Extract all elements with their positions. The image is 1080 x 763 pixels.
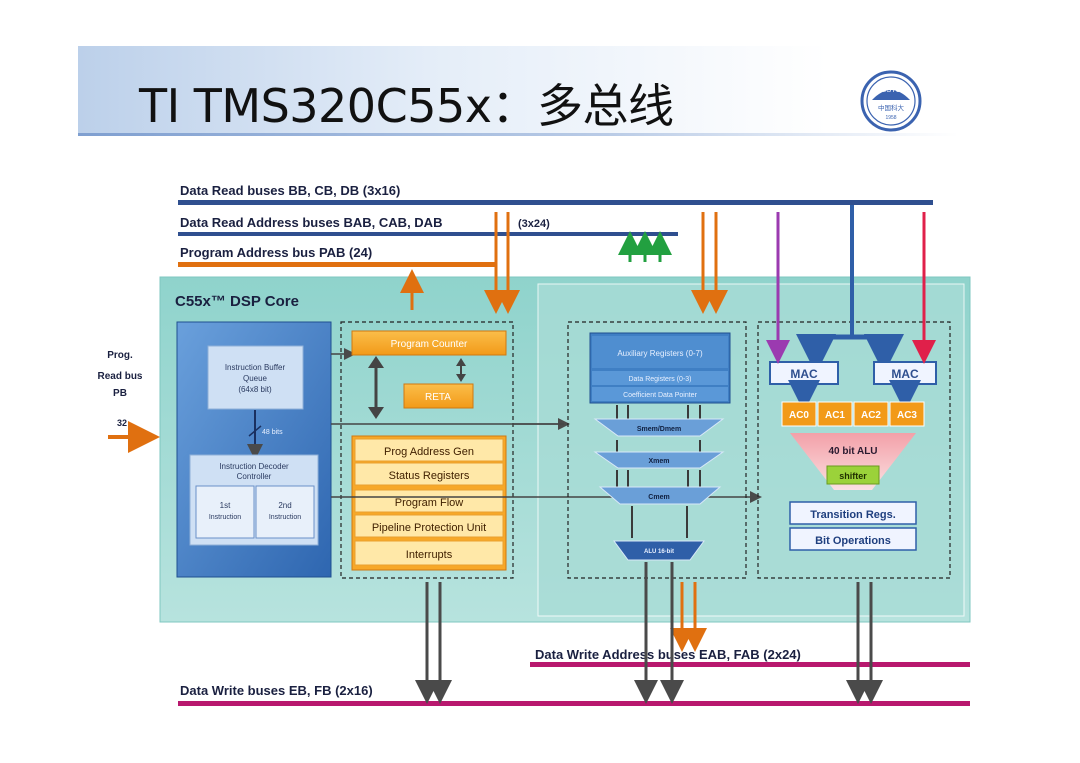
prog-read-bus-line2: Read bus [97,371,142,382]
data-read-address-width-label: (3x24) [518,218,550,230]
ac2-box [853,401,889,427]
prog-read-bus-line3: PB [113,388,127,399]
address-unit-connectors [616,405,701,420]
accumulator-row: AC0 AC1 AC2 AC3 [781,401,925,427]
smem-path-shape [593,418,725,437]
data-read-address-bus-line [178,232,678,236]
shifter-box [826,465,880,485]
program-unit-outline [340,321,514,579]
bit-operations-label: Bit Operations [815,535,891,547]
program-address-bus-label: Program Address bus PAB (24) [180,245,372,260]
alu16-shape [613,540,705,561]
program-unit-items: Prog Address Gen Status Registers Progra… [354,438,504,566]
instruction-buffer-line1: Instruction Buffer [225,363,286,372]
first-instruction-box [195,485,255,539]
logo-text-year: 1958 [885,115,896,121]
transition-regs-box [789,501,917,525]
slide-title: TI TMS320C55x：多总线 [139,79,674,133]
aux-registers-box [592,336,728,368]
data-read-bus-line [178,200,933,205]
prog-address-gen-box [354,438,504,462]
aux-registers-label: Auxiliary Registers (0-7) [617,349,703,358]
ac3-label: AC3 [897,410,917,421]
second-instruction-box [255,485,315,539]
ac0-label: AC0 [789,410,809,421]
interrupts-box [354,540,504,566]
mac1-label: MAC [790,367,818,381]
program-counter-box [351,330,507,356]
data-registers-box [592,371,728,385]
program-counter-label: Program Counter [391,339,468,350]
second-instruction-line1: 2nd [278,501,291,510]
data-write-address-bus-line [530,662,970,667]
decoder-line1: Instruction Decoder [219,462,289,471]
mac2-label: MAC [891,367,919,381]
program-flow-label: Program Flow [395,497,464,509]
bus-slash [248,425,262,437]
status-registers-box [354,462,504,486]
status-registers-label: Status Registers [389,470,470,482]
shifter-label: shifter [839,471,867,481]
prog-address-gen-label: Prog Address Gen [384,446,474,458]
pipeline-protection-label: Pipeline Protection Unit [372,522,486,534]
ac2-label: AC2 [861,410,881,421]
prog-read-bus-line1: Prog. [107,350,133,361]
reta-box [403,383,474,409]
data-registers-label: Data Registers (0-3) [628,376,691,383]
first-instruction-line1: 1st [220,501,231,510]
xmem-path-shape [593,451,725,469]
alu40-shape [790,433,916,490]
pb-width-label: 32 [117,418,127,428]
alu16-connectors [631,506,688,538]
data-write-bus-label: Data Write buses EB, FB (2x16) [180,683,373,698]
instruction-buffer-box [207,345,304,410]
data-read-address-bus-label: Data Read Address buses BAB, CAB, DAB [180,215,442,230]
first-instruction-line2: Instruction [209,514,241,521]
core-title: C55x™ DSP Core [175,293,299,310]
data-write-bus-line [178,701,970,706]
cmem-connectors [616,470,701,487]
ac3-box [889,401,925,427]
ustc-logo-icon: USTC 中国科大 1958 [860,70,922,132]
xmem-connectors [616,440,701,452]
bus-48-label: 48 bits [262,429,283,436]
smem-label: Smem/Dmem [637,426,681,433]
ac1-label: AC1 [825,410,845,421]
alu16-label: ALU 16-bit [644,549,674,555]
second-instruction-line2: Instruction [269,514,301,521]
ac0-box [781,401,817,427]
instruction-buffer-line2: Queue [243,374,268,383]
data-write-address-bus-label: Data Write Address buses EAB, FAB (2x24) [535,647,801,662]
alu40-label: 40 bit ALU [828,446,877,457]
data-read-bus-label: Data Read buses BB, CB, DB (3x16) [180,183,400,198]
pipeline-protection-box [354,514,504,538]
coefficient-pointer-label: Coefficient Data Pointer [623,392,697,399]
instruction-buffer-line3: (64x8 bit) [238,385,272,394]
decoder-line2: Controller [237,472,272,481]
pc-reta-arrow-heads [456,358,466,382]
coefficient-pointer-box [592,387,728,401]
title-underline [78,133,958,136]
cmem-label: Cmem [648,494,669,501]
transition-regs-label: Transition Regs. [810,509,896,521]
cmem-path-shape [598,486,722,505]
program-flow-box [354,489,504,513]
interrupts-label: Interrupts [406,549,453,561]
logo-text-mid: 中国科大 [878,103,905,112]
xmem-label: Xmem [648,458,669,465]
ac1-box [817,401,853,427]
program-address-bus-line [178,262,496,267]
reta-label: RETA [425,392,451,403]
logo-text-top: USTC [881,87,900,94]
bit-operations-box [789,527,917,551]
